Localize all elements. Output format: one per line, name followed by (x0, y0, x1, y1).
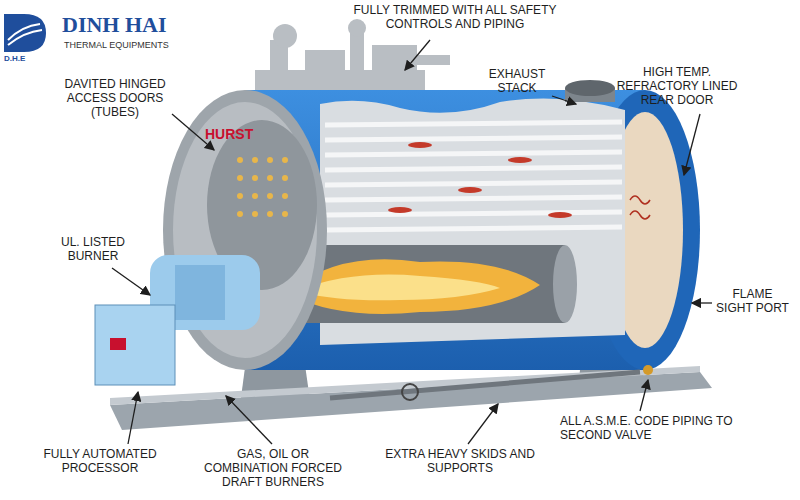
logo-tagline: THERMAL EQUIPMENTS (64, 40, 169, 50)
callout-label: HIGH TEMP. REFRACTORY LINED REAR DOOR (612, 66, 742, 107)
logo-name: DINH HAI (62, 12, 167, 37)
callout-label: ALL A.S.M.E. CODE PIPING TO SECOND VALVE (560, 415, 755, 443)
callout-label: FULLY AUTOMATED PROCESSOR (30, 448, 170, 476)
callout-label: FULLY TRIMMED WITH ALL SAFETY CONTROLS A… (340, 4, 570, 32)
callout-label: GAS, OIL OR COMBINATION FORCED DRAFT BUR… (198, 448, 348, 489)
callout-label: FLAME SIGHT PORT (715, 288, 790, 316)
callout-label: EXTRA HEAVY SKIDS AND SUPPORTS (385, 448, 535, 476)
callout-label: EXHAUST STACK (482, 68, 552, 96)
logo-initials: D.H.E (4, 54, 25, 63)
brand-plate: HURST (205, 126, 253, 142)
callout-label: UL. LISTED BURNER (48, 236, 138, 264)
callout-label: DAVITED HINGED ACCESS DOORS (TUBES) (50, 78, 180, 119)
